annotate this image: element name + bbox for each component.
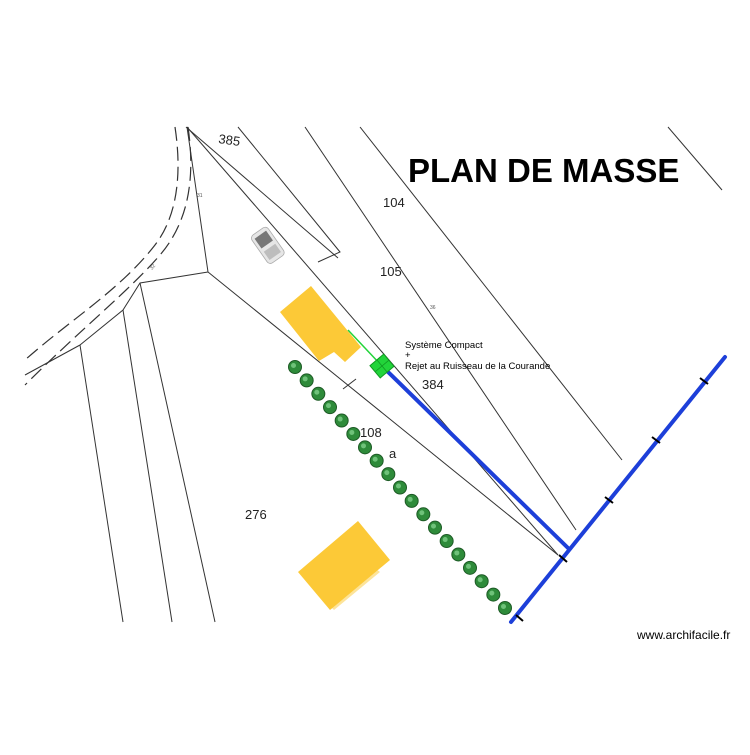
tree-icon bbox=[474, 574, 489, 589]
pipe-ticks bbox=[515, 377, 709, 622]
parcel-label-104: 104 bbox=[383, 195, 405, 210]
tree-icon bbox=[451, 547, 466, 562]
septic-connection bbox=[347, 329, 382, 366]
tree-icon bbox=[463, 560, 477, 575]
tree-icon bbox=[288, 360, 302, 374]
annotation-line-3: Rejet au Ruisseau de la Courande bbox=[405, 361, 550, 372]
tree-icon bbox=[311, 386, 326, 401]
annotation-line-2: + bbox=[405, 350, 411, 361]
house-building bbox=[280, 286, 361, 362]
parcel-label-108: 108 bbox=[360, 425, 382, 440]
tree-icon bbox=[428, 520, 442, 535]
parcel-label-105: 105 bbox=[380, 264, 402, 279]
annex-building bbox=[298, 521, 390, 610]
tree-icon bbox=[369, 453, 384, 468]
small-label-32: 32 bbox=[149, 263, 157, 271]
annotation-line-1: Système Compact bbox=[405, 340, 483, 351]
car-icon bbox=[251, 226, 285, 264]
tree-icon bbox=[323, 400, 337, 415]
tree-icon bbox=[334, 413, 349, 428]
parcel-label-276: 276 bbox=[245, 507, 267, 522]
parcel-sub-label: a bbox=[389, 446, 397, 461]
tree-icon bbox=[393, 480, 407, 495]
tree-icon bbox=[299, 373, 314, 388]
parcel-label-384: 384 bbox=[422, 377, 444, 392]
tree-icon bbox=[439, 534, 454, 549]
septic-tank-icon bbox=[369, 353, 395, 379]
road-edges bbox=[24, 126, 192, 386]
parcel-label-385: 385 bbox=[218, 131, 242, 149]
small-label-36: 36 bbox=[430, 305, 436, 311]
tree-icon bbox=[486, 587, 501, 602]
tree-icon bbox=[404, 493, 419, 508]
tree-icon bbox=[416, 507, 431, 522]
cadastre-lines bbox=[24, 126, 723, 623]
dash-mark bbox=[342, 378, 357, 390]
tree-icon bbox=[381, 467, 396, 482]
plan-title: PLAN DE MASSE bbox=[408, 152, 679, 189]
tree-icon bbox=[498, 601, 512, 615]
drainage-pipe bbox=[380, 355, 727, 624]
small-label-31: 31 bbox=[197, 193, 203, 199]
credit-link[interactable]: www.archifacile.fr bbox=[636, 628, 730, 642]
hedge-row bbox=[288, 360, 512, 615]
tree-icon bbox=[358, 440, 372, 455]
tree-icon bbox=[346, 426, 361, 441]
